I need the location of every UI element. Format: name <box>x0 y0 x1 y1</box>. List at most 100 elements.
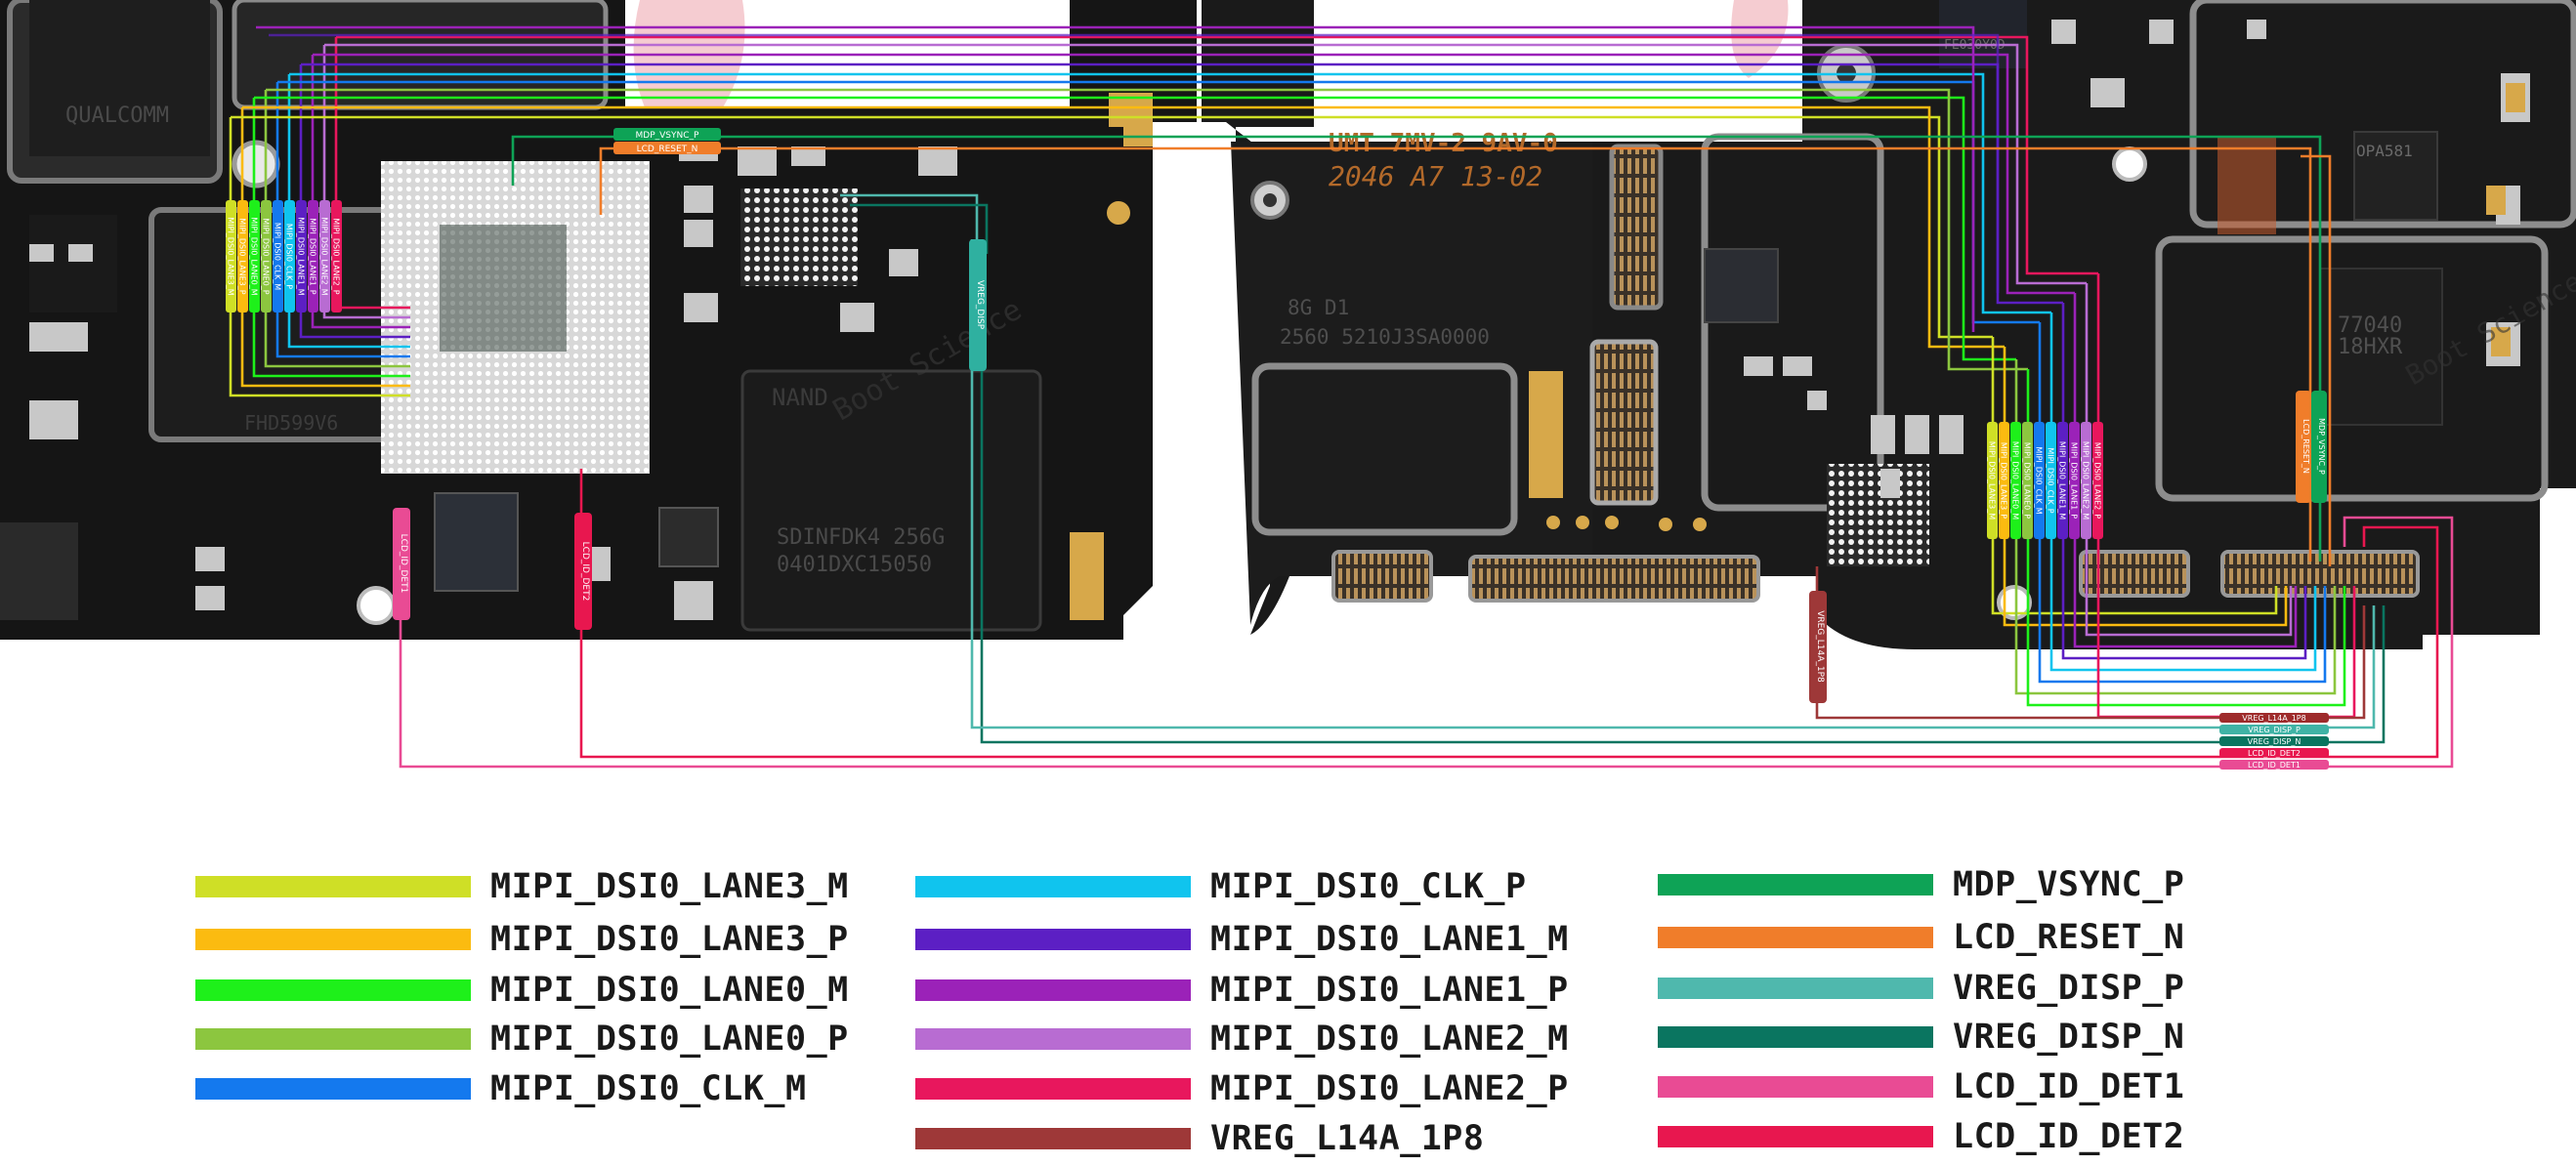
vertical-tag: MIPI_DSI0_LANE0_M <box>2010 422 2021 539</box>
legend-item: VREG_DISP_P <box>1658 969 2185 1008</box>
legend-label: MIPI_DSI0_LANE3_P <box>490 920 849 959</box>
legend-label: VREG_DISP_P <box>1953 969 2185 1008</box>
bottom-tag: VREG_DISP_N <box>2219 736 2329 746</box>
silk-date: 2046 A7 13-02 <box>1329 160 1542 192</box>
svg-text:MIPI_DSI0_LANE1_P: MIPI_DSI0_LANE1_P <box>2070 442 2079 519</box>
svg-text:MIPI_DSI0_LANE0_P: MIPI_DSI0_LANE0_P <box>262 218 271 294</box>
svg-text:VREG_L14A_1P8: VREG_L14A_1P8 <box>2242 714 2305 723</box>
legend-label: MIPI_DSI0_LANE2_M <box>1210 1020 1569 1059</box>
svg-text:LCD_RESET_N: LCD_RESET_N <box>2302 419 2310 474</box>
legend-label: MIPI_DSI0_CLK_M <box>490 1069 807 1108</box>
tag-vreg-disp: VREG_DISP <box>969 239 987 371</box>
legend-swatch <box>915 979 1191 1001</box>
tag-vsync-right: MDP_VSYNC_P <box>2311 391 2327 503</box>
vertical-tag: MIPI_DSI0_LANE0_M <box>249 200 260 312</box>
svg-text:MIPI_DSI0_LANE2_M: MIPI_DSI0_LANE2_M <box>2082 441 2090 520</box>
chip-right-a: 77040 <box>2338 313 2402 338</box>
bottom-tag: VREG_DISP_P <box>2219 725 2329 734</box>
bottom-tag: LCD_ID_DET1 <box>2219 760 2329 770</box>
silk-umt: UMT 7MV-2 9AV-0 <box>1329 129 1558 158</box>
silk-mem-a: 8G D1 <box>1288 296 1349 319</box>
legend-item: MIPI_DSI0_CLK_P <box>915 867 1527 906</box>
vertical-tag: MIPI_DSI0_LANE2_P <box>2092 422 2103 539</box>
svg-text:MIPI_DSI0_LANE0_P: MIPI_DSI0_LANE0_P <box>2023 442 2032 519</box>
legend-label: MIPI_DSI0_LANE1_P <box>1210 971 1569 1010</box>
legend-label: VREG_DISP_N <box>1953 1018 2185 1057</box>
svg-text:LCD_ID_DET2: LCD_ID_DET2 <box>2248 749 2301 758</box>
vertical-tag: MIPI_DSI0_LANE1_M <box>2057 422 2068 539</box>
svg-text:VREG_DISP_P: VREG_DISP_P <box>2248 726 2301 734</box>
svg-text:MIPI_DSI0_LANE3_M: MIPI_DSI0_LANE3_M <box>1988 441 1997 520</box>
nand-part: SDINFDK4 256G <box>777 525 945 550</box>
legend-swatch <box>1658 978 1933 999</box>
svg-text:MDP_VSYNC_P: MDP_VSYNC_P <box>2317 418 2326 475</box>
nand-label: NAND <box>772 384 828 411</box>
vertical-tag: MIPI_DSI0_CLK_P <box>2046 422 2056 539</box>
pad-tag-reset: LCD_RESET_N <box>613 142 721 154</box>
legend: MIPI_DSI0_LANE3_M MIPI_DSI0_LANE3_P MIPI_D… <box>0 840 2576 1162</box>
legend-swatch <box>195 1028 471 1050</box>
legend-swatch <box>1658 874 1933 895</box>
connector-a <box>1609 144 1664 311</box>
secondary-bga <box>740 188 858 286</box>
svg-text:MIPI_DSI0_LANE3_M: MIPI_DSI0_LANE3_M <box>227 217 235 295</box>
legend-label: MIPI_DSI0_LANE0_P <box>490 1020 849 1059</box>
legend-label: MIPI_DSI0_CLK_P <box>1210 867 1527 906</box>
vertical-tag: MIPI_DSI0_LANE1_P <box>2069 422 2080 539</box>
legend-label: VREG_L14A_1P8 <box>1210 1119 1485 1158</box>
svg-text:VREG_DISP: VREG_DISP <box>975 280 985 330</box>
vertical-tag: MIPI_DSI0_LANE3_P <box>1999 422 2009 539</box>
svg-text:MIPI_DSI0_CLK_P: MIPI_DSI0_CLK_P <box>285 224 294 289</box>
vertical-tag: MIPI_DSI0_CLK_M <box>2034 422 2045 539</box>
legend-item: MIPI_DSI0_LANE3_M <box>195 867 849 906</box>
vertical-tag: MIPI_DSI0_LANE3_M <box>226 200 236 312</box>
svg-text:MIPI_DSI0_LANE2_P: MIPI_DSI0_LANE2_P <box>332 218 341 294</box>
legend-item: VREG_DISP_N <box>1658 1018 2185 1057</box>
pmic-silk: FHD599V6 <box>244 411 338 435</box>
legend-swatch <box>195 1078 471 1100</box>
legend-swatch <box>1658 1026 1933 1048</box>
legend-label: LCD_RESET_N <box>1953 918 2185 957</box>
vertical-tag: MIPI_DSI0_LANE3_M <box>1987 422 1998 539</box>
signal-traces <box>229 25 2454 769</box>
svg-text:MIPI_DSI0_LANE1_M: MIPI_DSI0_LANE1_M <box>2058 441 2067 520</box>
svg-text:VREG_L14A_1P8: VREG_L14A_1P8 <box>1815 610 1825 683</box>
vertical-tag: MIPI_DSI0_LANE3_P <box>237 200 248 312</box>
legend-item: MIPI_DSI0_LANE3_P <box>195 920 849 959</box>
legend-item: MIPI_DSI0_LANE1_P <box>915 971 1569 1010</box>
legend-item: VREG_L14A_1P8 <box>915 1119 1485 1158</box>
connector-c <box>1468 555 1760 603</box>
vertical-tag: MIPI_DSI0_CLK_M <box>273 200 283 312</box>
legend-label: LCD_ID_DET2 <box>1953 1117 2185 1156</box>
legend-swatch <box>1658 927 1933 948</box>
svg-text:LCD_ID_DET2: LCD_ID_DET2 <box>580 542 590 602</box>
svg-text:MIPI_DSI0_LANE1_P: MIPI_DSI0_LANE1_P <box>309 218 317 294</box>
qualcomm-silk: QUALCOMM <box>65 104 169 128</box>
legend-swatch <box>195 876 471 897</box>
tag-lcd-id-det1: LCD_ID_DET1 <box>393 508 410 620</box>
legend-swatch <box>915 929 1191 950</box>
svg-text:LCD_ID_DET1: LCD_ID_DET1 <box>399 534 408 594</box>
vertical-tag: MIPI_DSI0_LANE1_P <box>308 200 318 312</box>
svg-text:MIPI_DSI0_LANE3_P: MIPI_DSI0_LANE3_P <box>238 218 247 294</box>
tag-vreg-l14a: VREG_L14A_1P8 <box>1809 591 1827 703</box>
legend-label: MDP_VSYNC_P <box>1953 865 2185 904</box>
legend-item: MIPI_DSI0_LANE0_M <box>195 971 849 1010</box>
legend-swatch <box>1658 1076 1933 1098</box>
tag-lcd-id-det2: LCD_ID_DET2 <box>574 513 592 630</box>
legend-swatch <box>915 1028 1191 1050</box>
chip-opa: OPA581 <box>2356 142 2413 160</box>
legend-item: LCD_ID_DET2 <box>1658 1117 2185 1156</box>
silk-mem-b: 2560 5210J3SA0000 <box>1280 325 1490 349</box>
svg-text:MIPI_DSI0_LANE1_M: MIPI_DSI0_LANE1_M <box>297 217 306 295</box>
legend-swatch <box>195 929 471 950</box>
legend-label: MIPI_DSI0_LANE0_M <box>490 971 849 1010</box>
vertical-tag: MIPI_DSI0_LANE0_P <box>261 200 272 312</box>
legend-item: LCD_ID_DET1 <box>1658 1067 2184 1106</box>
legend-label: MIPI_DSI0_LANE3_M <box>490 867 849 906</box>
vertical-tag: MIPI_DSI0_LANE2_M <box>319 200 330 312</box>
legend-label: MIPI_DSI0_LANE2_P <box>1210 1069 1569 1108</box>
legend-label: MIPI_DSI0_LANE1_M <box>1210 920 1569 959</box>
